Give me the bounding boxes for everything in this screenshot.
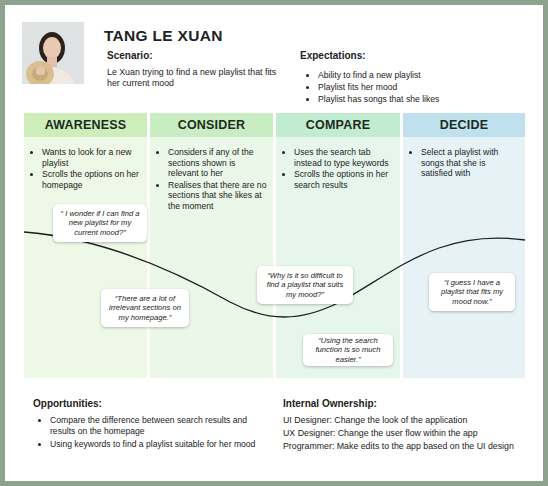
quote-text: “Why is it so difficult to find a playli… (262, 271, 348, 299)
quote-text: “ I wonder if I can find a new playlist … (58, 209, 142, 237)
journey-stage-column: AWARENESS Wants to look for a new playlis… (24, 113, 147, 378)
scenario-text: Le Xuan trying to find a new playlist th… (107, 67, 279, 89)
opportunity-item: Using keywords to find a playlist suitab… (50, 439, 272, 450)
expectation-item: Playlist fits her mood (318, 82, 518, 93)
stage-action: Scrolls the options in her search result… (294, 169, 394, 190)
speech-bubble: “There are a lot of irrelevant sections … (101, 289, 189, 327)
ownership-item: Programmer: Make edits to the app based … (283, 441, 538, 452)
stage-heading: DECIDE (403, 113, 525, 137)
stage-action-list: Uses the search tab instead to type keyw… (294, 147, 394, 190)
stage-action: Considers if any of the sections shown i… (168, 147, 267, 179)
ownership-item: UI Designer: Change the look of the appl… (283, 415, 538, 426)
stage-action: Scrolls the options on her homepage (42, 169, 141, 190)
speech-bubble: “ I wonder if I can find a new playlist … (53, 204, 147, 242)
stage-heading: AWARENESS (24, 113, 147, 137)
speech-bubble: “Using the search function is so much ea… (303, 334, 393, 366)
section-heading: Internal Ownership: (283, 398, 483, 409)
speech-bubble: “Why is it so difficult to find a playli… (257, 266, 353, 304)
opportunity-item: Compare the difference between search re… (50, 415, 272, 436)
quote-text: “I guess I have a playlist that fits my … (434, 278, 510, 306)
persona-name: TANG LE XUAN (104, 27, 404, 45)
stage-action: Select a playlist with songs that she is… (421, 147, 519, 179)
expectation-item: Ability to find a new playlist (318, 70, 518, 81)
emotion-curve (24, 232, 525, 317)
stage-action-list: Considers if any of the sections shown i… (168, 147, 267, 212)
quote-text: “There are a lot of irrelevant sections … (106, 294, 184, 322)
stage-action: Realises that there are no sections that… (168, 180, 267, 212)
stage-action: Uses the search tab instead to type keyw… (294, 147, 394, 168)
section-heading: Opportunities: (33, 398, 233, 409)
stage-heading: COMPARE (276, 113, 400, 137)
stage-action: Wants to look for a new playlist (42, 147, 141, 168)
quote-text: “Using the search function is so much ea… (308, 336, 388, 364)
ownership-item: UX Designer: Change the user flow within… (283, 428, 538, 439)
section-heading: Scenario: (107, 50, 257, 61)
stage-action-list: Wants to look for a new playlistScrolls … (42, 147, 141, 190)
expectation-item: Playlist has songs that she likes (318, 94, 518, 105)
journey-stage-column: CONSIDER Considers if any of the sections… (150, 113, 273, 378)
stage-heading: CONSIDER (150, 113, 273, 137)
journey-stage-column: DECIDE Select a playlist with songs that … (403, 113, 525, 378)
section-heading: Expectations: (300, 50, 500, 61)
speech-bubble: “I guess I have a playlist that fits my … (429, 273, 515, 311)
stage-action-list: Select a playlist with songs that she is… (421, 147, 519, 179)
